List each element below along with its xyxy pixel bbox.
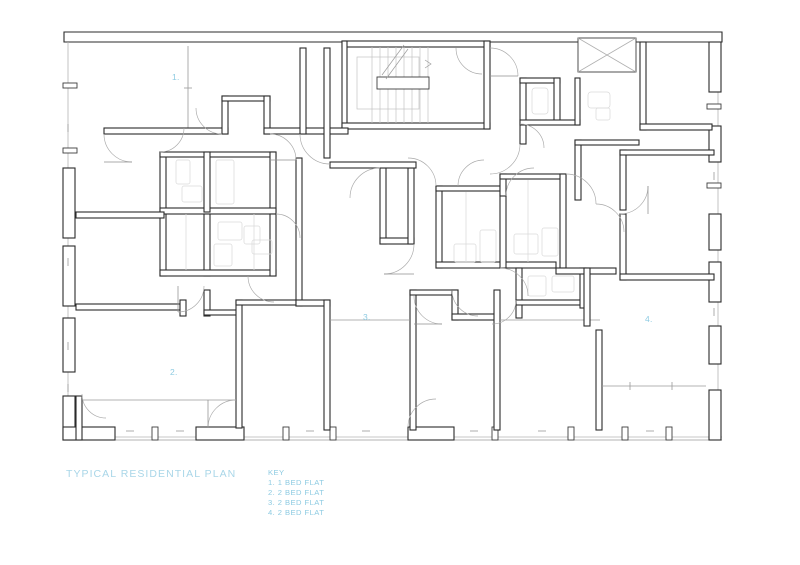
stair-core — [341, 40, 491, 130]
door-swings — [81, 47, 649, 429]
unit-label-3: 3. — [363, 312, 371, 322]
lift-core — [577, 37, 637, 73]
bottom-facade — [62, 426, 673, 441]
unit-number-labels: 1. 2. 3. 4. — [170, 72, 653, 377]
unit-4-walls — [595, 213, 715, 431]
outer-envelope — [63, 31, 723, 441]
unit-2-walls — [75, 299, 236, 441]
left-facade — [62, 82, 78, 441]
mid-right-rooms — [435, 173, 617, 327]
unit-label-1: 1. — [172, 72, 180, 82]
unit-label-4: 4. — [645, 314, 653, 324]
top-right-lobby — [519, 41, 715, 211]
left-core-rooms — [75, 151, 331, 431]
right-facade — [706, 41, 722, 441]
unit-1-walls — [103, 46, 349, 159]
unit-3-walls — [329, 161, 600, 431]
unit-label-2: 2. — [170, 367, 178, 377]
